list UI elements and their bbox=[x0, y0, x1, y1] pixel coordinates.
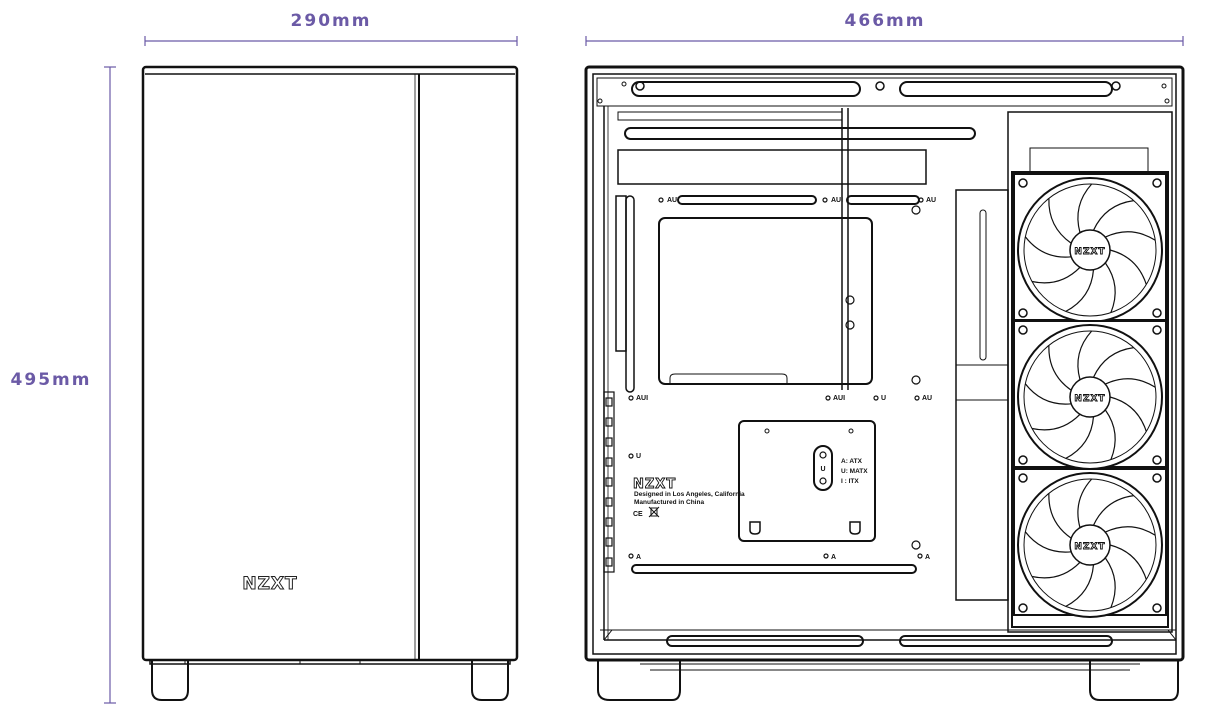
label-au: AU bbox=[926, 197, 936, 204]
panel-logo: NZXT bbox=[633, 477, 676, 492]
legend-itx: I : ITX bbox=[841, 478, 859, 485]
mount-labels: AUI AUI AU AUI AUI U AU U A A A bbox=[636, 197, 936, 561]
label-a: A bbox=[831, 554, 836, 561]
label-aui: AUI bbox=[636, 395, 648, 402]
fan-icon: NZXT bbox=[1013, 468, 1167, 618]
legend-atx: A: ATX bbox=[841, 458, 863, 465]
height-dimension: 495mm bbox=[11, 66, 116, 704]
label-u: U bbox=[636, 453, 641, 460]
front-logo: NZXT bbox=[242, 574, 297, 594]
fan-stack: NZXT NZXT NZXT bbox=[1013, 173, 1167, 618]
legend-badge: U bbox=[820, 466, 825, 473]
fan-logo: NZXT bbox=[1074, 394, 1105, 404]
label-a: A bbox=[636, 554, 641, 561]
ce-mark: CE bbox=[633, 511, 643, 518]
label-aui: AUI bbox=[667, 197, 679, 204]
label-a: A bbox=[925, 554, 930, 561]
fan-icon: NZXT bbox=[1013, 173, 1167, 323]
label-u: U bbox=[881, 395, 886, 402]
fan-icon: NZXT bbox=[1013, 320, 1167, 470]
depth-label: 466mm bbox=[845, 11, 926, 31]
weee-bin-icon bbox=[648, 506, 660, 518]
height-label: 495mm bbox=[11, 370, 92, 390]
brand-block: NZXT Designed in Los Angeles, California… bbox=[633, 477, 745, 518]
legend-matx: U: MATX bbox=[841, 468, 868, 475]
manufactured-in: Manufactured in China bbox=[634, 499, 704, 506]
designed-in: Designed in Los Angeles, California bbox=[634, 491, 745, 498]
depth-dimension: 466mm bbox=[585, 11, 1184, 46]
form-factor-legend: U A: ATX U: MATX I : ITX bbox=[820, 458, 868, 485]
label-aui: AUI bbox=[831, 197, 843, 204]
width-dimension: 290mm bbox=[144, 11, 518, 46]
label-au: AU bbox=[922, 395, 932, 402]
width-label: 290mm bbox=[291, 11, 372, 31]
front-view bbox=[141, 65, 519, 701]
label-aui: AUI bbox=[833, 395, 845, 402]
fan-logo: NZXT bbox=[1074, 542, 1105, 552]
fan-logo: NZXT bbox=[1074, 247, 1105, 257]
